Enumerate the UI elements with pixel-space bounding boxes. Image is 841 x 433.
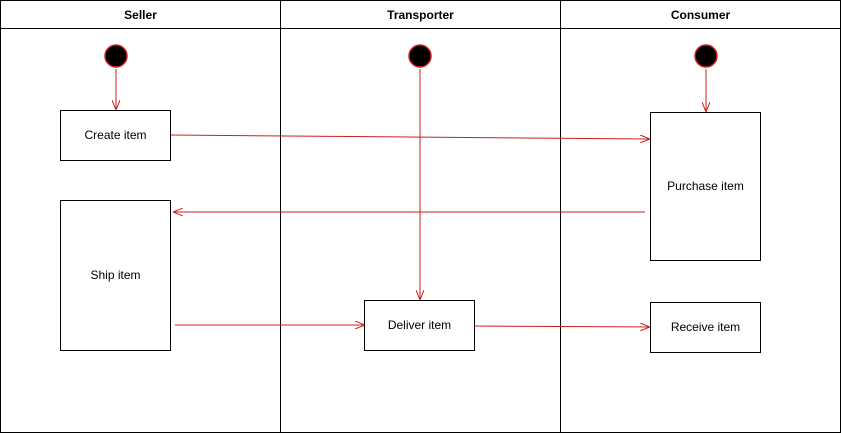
node-deliver-item-box[interactable] — [364, 300, 475, 351]
node-ship-item-label: Ship item — [90, 268, 140, 282]
node-receive-item[interactable]: Receive item — [650, 302, 761, 353]
flow-create-to-purchase — [170, 134, 649, 139]
lane-consumer-title: Consumer — [671, 8, 731, 22]
node-create-item-box[interactable] — [60, 110, 171, 161]
node-receive-item-box[interactable] — [650, 302, 761, 353]
node-create-item-label: Create item — [84, 128, 146, 142]
node-create-item[interactable]: Create item — [60, 110, 171, 161]
lane-transporter-title: Transporter — [387, 8, 454, 22]
node-ship-item[interactable]: Ship item — [60, 200, 171, 351]
start-node-seller[interactable] — [104, 44, 128, 68]
flow-deliver-to-receive — [474, 326, 649, 327]
lane-seller-title: Seller — [124, 8, 157, 22]
node-ship-item-box[interactable] — [60, 200, 171, 351]
node-receive-item-label: Receive item — [671, 320, 740, 334]
node-deliver-item[interactable]: Deliver item — [364, 300, 475, 351]
flow-lines — [116, 69, 706, 327]
node-deliver-item-label: Deliver item — [388, 318, 451, 332]
node-purchase-item-label: Purchase item — [667, 179, 744, 193]
node-purchase-item[interactable]: Purchase item — [650, 112, 761, 261]
node-purchase-item-box[interactable] — [650, 112, 761, 261]
start-node-transporter[interactable] — [408, 44, 432, 68]
start-node-consumer[interactable] — [694, 44, 718, 68]
